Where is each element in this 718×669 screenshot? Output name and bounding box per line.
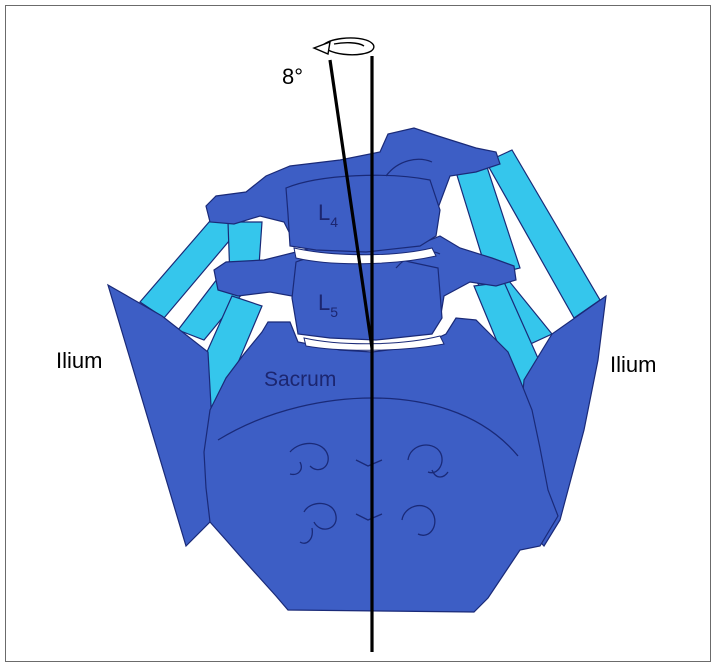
rotation-arrow-icon <box>314 38 374 55</box>
sacrum <box>204 318 558 612</box>
l4-body <box>286 175 440 252</box>
l4-letter: L <box>318 200 330 225</box>
l5-body <box>292 255 442 341</box>
l4-subscript: 4 <box>330 214 338 230</box>
l5-letter: L <box>318 290 330 315</box>
sacrum-label: Sacrum <box>264 368 336 391</box>
angle-label: 8° <box>282 64 303 89</box>
ilium-right-label: Ilium <box>610 352 656 377</box>
l5-subscript: 5 <box>330 304 338 320</box>
ilium-left-label: Ilium <box>56 348 102 373</box>
